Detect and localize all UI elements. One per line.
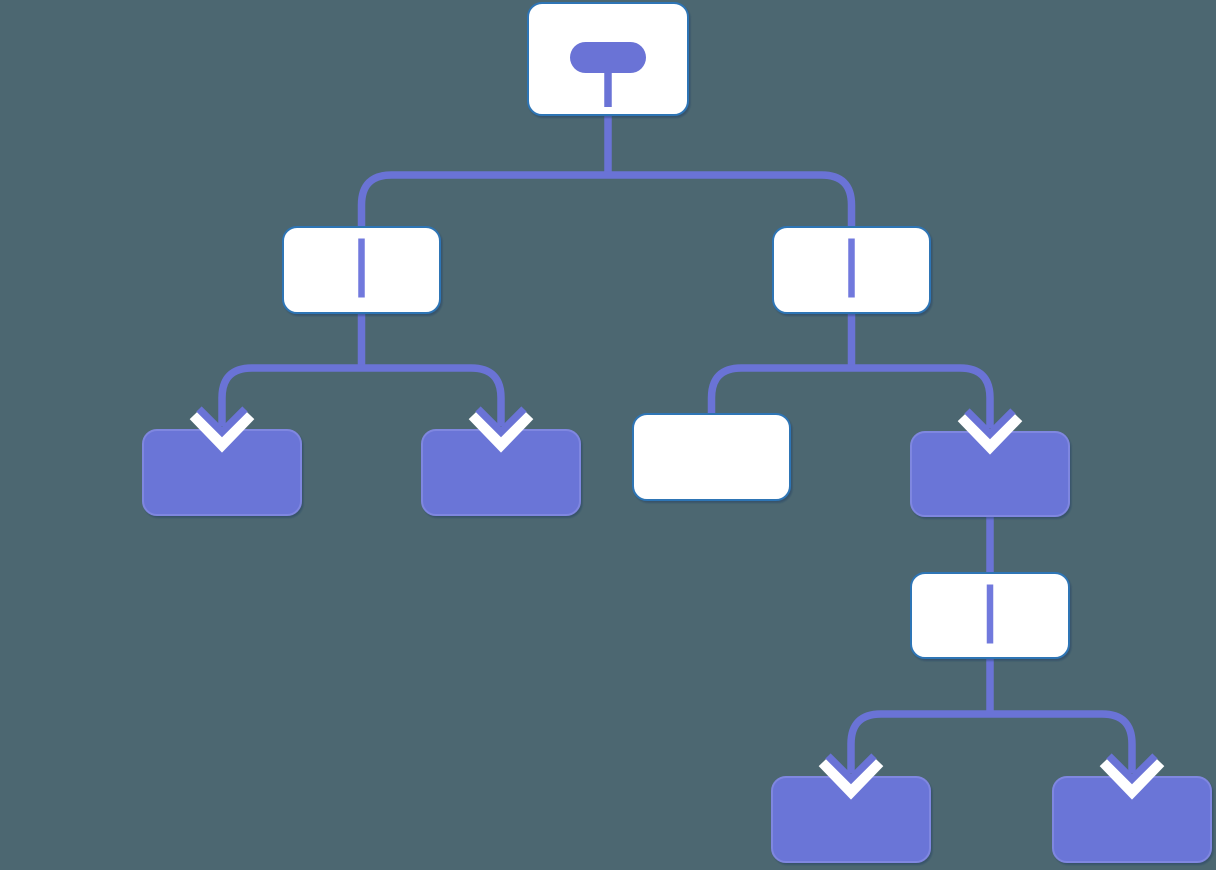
empty-node-body[interactable] [632,413,791,501]
connector-right-split [707,364,994,428]
connector-level1-split [357,171,856,227]
empty-node[interactable] [632,413,791,501]
connector-bottom-split [847,710,1136,773]
pill-placeholder-icon [570,42,646,107]
drop-arrow-purple-chevron [964,408,1016,440]
branch-node-right[interactable] [772,226,931,314]
drop-arrow-icon [189,406,255,453]
drop-arrow-white-chevron [957,412,1023,455]
drop-arrow-purple-chevron [825,753,877,785]
drop-arrow-purple-chevron [1106,753,1158,785]
connector-left-split [218,364,505,426]
drop-arrow-icon [957,408,1023,455]
cursor-bar-icon [358,238,365,298]
drop-arrow-white-chevron [189,410,255,453]
drop-arrow-white-chevron [1099,757,1165,800]
branch-node-bottom[interactable] [910,572,1070,659]
cursor-bar-icon [986,584,994,644]
cursor-bar-icon [848,238,855,298]
drop-arrow-icon [1099,753,1165,800]
drop-arrow-icon [818,753,884,800]
drop-arrow-white-chevron [468,410,534,453]
root-node[interactable] [527,2,689,116]
drop-arrow-purple-chevron [196,406,248,438]
drop-arrow-icon [468,406,534,453]
branch-node-left[interactable] [282,226,441,314]
drop-arrow-purple-chevron [475,406,527,438]
drop-arrow-white-chevron [818,757,884,800]
